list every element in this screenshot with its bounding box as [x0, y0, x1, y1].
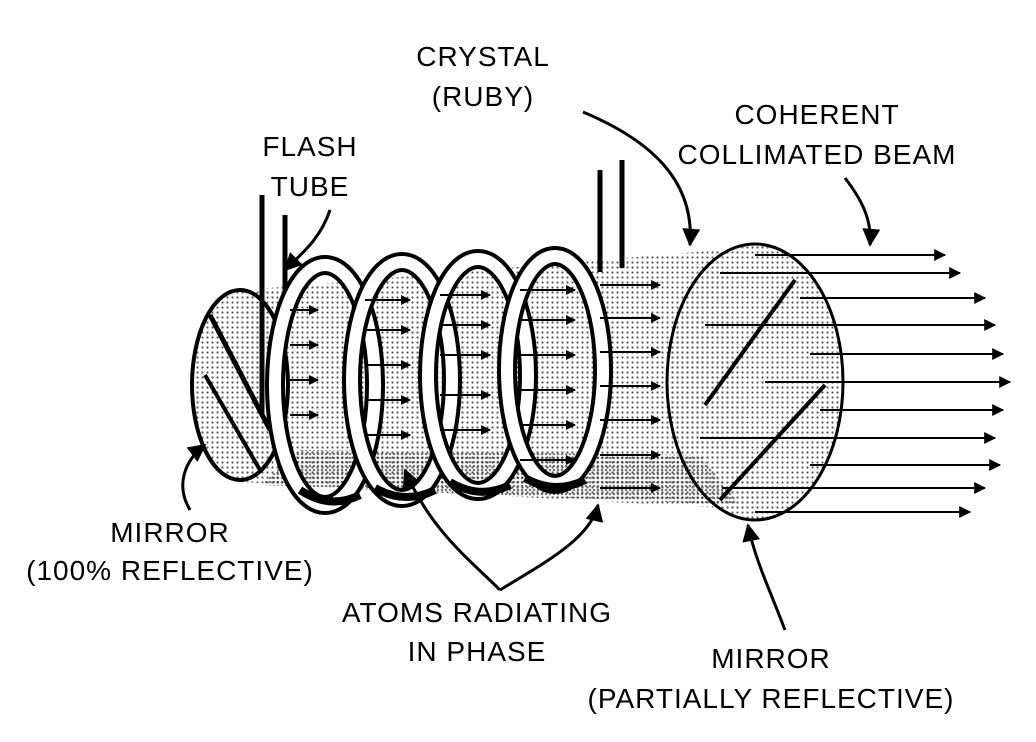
label-crystal: CRYSTAL (RUBY) [416, 41, 550, 112]
atom-radiation-arrows [290, 280, 661, 493]
label-atoms-line2: IN PHASE [408, 636, 547, 667]
leader-mirror-full [181, 443, 207, 511]
label-atoms: ATOMS RADIATING IN PHASE [342, 597, 612, 667]
leader-beam [843, 177, 881, 247]
label-mirror-partial-line1: MIRROR [711, 643, 831, 674]
label-beam: COHERENT COLLIMATED BEAM [678, 99, 957, 170]
label-mirror-partial-line2: (PARTIALLY REFLECTIVE) [588, 683, 955, 714]
label-atoms-line1: ATOMS RADIATING [342, 597, 612, 628]
leader-mirror-partial [742, 523, 787, 631]
leader-lines [181, 110, 881, 631]
label-crystal-line2: (RUBY) [432, 81, 534, 112]
label-beam-line1: COHERENT [734, 99, 899, 130]
label-beam-line2: COLLIMATED BEAM [678, 139, 957, 170]
label-mirror-full: MIRROR (100% REFLECTIVE) [26, 517, 314, 586]
leader-crystal [582, 110, 701, 247]
label-mirror-full-line2: (100% REFLECTIVE) [26, 555, 314, 586]
flash-tube-coil [265, 246, 613, 515]
leader-atoms-left [402, 468, 502, 592]
label-flash-tube: FLASH TUBE [262, 131, 357, 202]
partial-mirror [665, 242, 845, 522]
label-crystal-line1: CRYSTAL [416, 41, 550, 72]
label-flash-tube-line1: FLASH [262, 131, 357, 162]
leader-flash-tube [283, 209, 332, 272]
label-flash-tube-line2: TUBE [271, 171, 350, 202]
label-mirror-partial: MIRROR (PARTIALLY REFLECTIVE) [588, 643, 955, 714]
label-mirror-full-line1: MIRROR [110, 517, 230, 548]
flash-tube-leads [259, 160, 625, 415]
beam-arrows [700, 249, 1012, 518]
leader-atoms-right [499, 503, 604, 592]
